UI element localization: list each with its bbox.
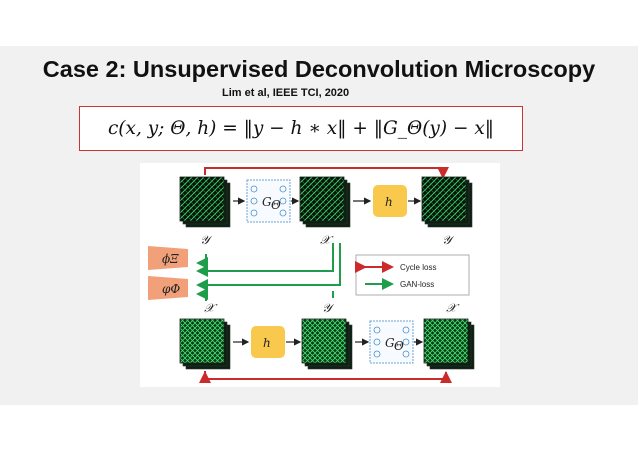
top-label-2: 𝒳: [320, 233, 334, 247]
bottom-label-1: 𝒳: [204, 301, 218, 315]
loss-legend: Cycle loss GAN-loss: [355, 254, 470, 296]
bottom-cycle-loss-arrow: [199, 371, 452, 383]
cost-equation-box: c(x, y; Θ, h) = ‖y − h ∗ x‖ + ‖G_Θ(y) − …: [79, 106, 523, 151]
bottom-image-x-1: [179, 318, 231, 370]
citation: Lim et al, IEEE TCI, 2020: [222, 87, 350, 99]
top-image-y-2: [421, 176, 473, 228]
diagram-canvas: G Θ h 𝒴 𝒳 𝒴 ϕΞ φΦ: [148, 167, 475, 383]
bottom-label-2: 𝒴: [322, 301, 335, 315]
top-generator-label: G: [262, 195, 272, 209]
top-image-y-1: [179, 176, 231, 228]
bottom-generator-label: G: [385, 336, 395, 350]
bottom-blur-kernel-h: h: [251, 326, 285, 358]
discriminator-xi-label: ϕΞ: [162, 252, 179, 266]
bottom-generator-subscript: Θ: [394, 339, 404, 353]
top-generator-subscript: Θ: [271, 198, 281, 212]
top-label-3: 𝒴: [442, 233, 455, 247]
bottom-h-label: h: [263, 336, 271, 350]
legend-gan-label: GAN-loss: [400, 280, 434, 289]
bottom-label-3: 𝒳: [446, 301, 460, 315]
slide-title: Case 2: Unsupervised Deconvolution Micro…: [42, 56, 596, 82]
discriminator-phi-label: φΦ: [162, 282, 180, 296]
top-image-x: [299, 176, 351, 228]
top-cycle-loss-arrow: [204, 167, 449, 179]
gan-loss-connections: [196, 243, 341, 301]
cost-equation: c(x, y; Θ, h) = ‖y − h ∗ x‖ + ‖G_Θ(y) − …: [107, 118, 495, 139]
bottom-image-y: [301, 318, 353, 370]
cyclegan-deconvolution-diagram: G Θ h 𝒴 𝒳 𝒴 ϕΞ φΦ: [140, 163, 500, 387]
top-h-label: h: [385, 195, 393, 209]
bottom-image-x-2: [423, 318, 475, 370]
top-blur-kernel-h: h: [373, 185, 407, 217]
discriminator-xi: ϕΞ: [148, 246, 188, 270]
top-label-1: 𝒴: [200, 233, 213, 247]
discriminator-phi: φΦ: [148, 276, 188, 300]
top-generator-network: G Θ: [246, 179, 291, 223]
legend-cycle-label: Cycle loss: [400, 263, 436, 272]
bottom-generator-network: G Θ: [369, 320, 414, 364]
